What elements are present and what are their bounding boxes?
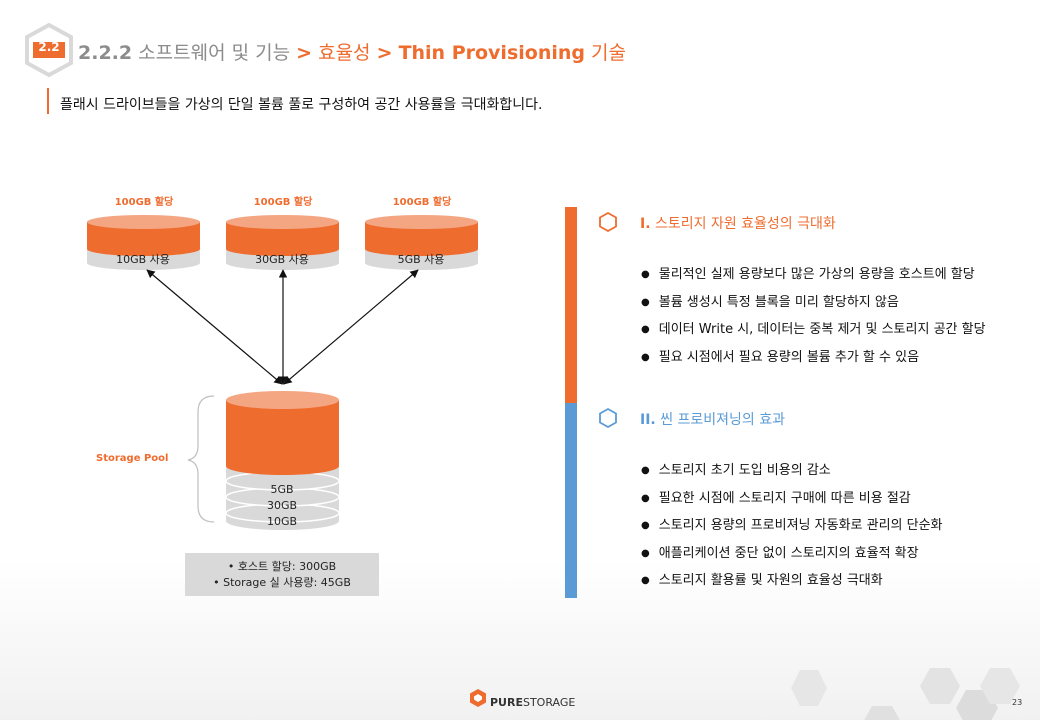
volume-2-alloc-label: 100GB 할당 [253,197,313,208]
list-item: 스토리지 활용률 및 자원의 효율성 극대화 [641,572,943,600]
volume-3-used-label: 5GB 사용 [397,253,445,266]
pool-segment-label: 5GB [270,483,294,496]
volume-cylinder-2 [226,215,339,270]
page-subtitle: 플래시 드라이브들을 가상의 단일 볼륨 풀로 구성하여 공간 사용률을 극대화… [60,97,543,113]
section-2-list: 스토리지 초기 도입 비용의 감소 필요한 시점에 스토리지 구매에 따른 비용… [641,462,943,600]
storage-pool-brace [187,395,215,523]
arrow-volume-1 [146,269,283,385]
volume-cylinder-3 [365,215,478,270]
page-title: 2.2.2 소프트웨어 및 기능 > 효율성 > Thin Provisioni… [78,42,627,64]
arrow-volume-3 [283,269,419,385]
list-item: 볼륨 생성시 특정 블록을 미리 할당하지 않음 [641,294,986,322]
volume-3-alloc-label: 100GB 할당 [392,197,452,208]
purestorage-logo-icon [470,689,486,707]
thin-provisioning-diagram [87,215,478,530]
storage-pool-cylinder [225,391,340,530]
section-badge-hexagon [25,22,73,78]
allocation-summary-box: 호스트 할당: 300GB Storage 실 사용량: 45GB [185,553,379,596]
summary-item: Storage 실 사용량: 45GB [185,575,379,591]
background-hexagons [791,668,1020,720]
list-item: 물리적인 실제 용량보다 많은 가상의 용량을 호스트에 할당 [641,266,986,294]
volume-1-alloc-label: 100GB 할당 [114,197,174,208]
purestorage-logo-text: PURESTORAGE [490,696,576,709]
list-item: 데이터 Write 시, 데이터는 중복 제거 및 스토리지 공간 할당 [641,321,986,349]
pool-segment-label: 30GB [266,499,298,512]
section-2-accent-bar [565,403,577,598]
section-1-list: 물리적인 실제 용량보다 많은 가상의 용량을 호스트에 할당 볼륨 생성시 특… [641,266,986,376]
list-item: 애플리케이션 중단 없이 스토리지의 효율적 확장 [641,545,943,573]
section-1-accent-bar [565,207,577,403]
bg-hexagon [920,668,960,704]
list-item: 스토리지 초기 도입 비용의 감소 [641,462,943,490]
section-2-hexagon-icon [599,407,617,429]
bg-hexagon [864,706,900,720]
volume-cylinder-1 [87,215,200,270]
section-2-heading: II. 씬 프로비져닝의 효과 [640,412,786,428]
storage-pool-label: Storage Pool [96,453,169,464]
list-item: 필요한 시점에 스토리지 구매에 따른 비용 절감 [641,490,943,518]
list-item: 스토리지 용량의 프로비져닝 자동화로 관리의 단순화 [641,517,943,545]
subtitle-accent-bar [47,88,49,114]
summary-item: 호스트 할당: 300GB [185,559,379,575]
volume-1-used-label: 10GB 사용 [116,253,170,266]
bg-hexagon [980,668,1020,704]
bg-hexagon [791,670,827,706]
list-item: 필요 시점에서 필요 용량의 볼륨 추가 할 수 있음 [641,349,986,377]
section-badge: 2.2 [38,40,60,54]
volume-2-used-label: 30GB 사용 [255,253,309,266]
section-1-heading: I. 스토리지 자원 효율성의 극대화 [640,216,836,232]
pool-segment-label: 10GB [266,515,298,528]
page-number: 23 [1012,698,1023,707]
section-1-hexagon-icon [599,211,617,233]
